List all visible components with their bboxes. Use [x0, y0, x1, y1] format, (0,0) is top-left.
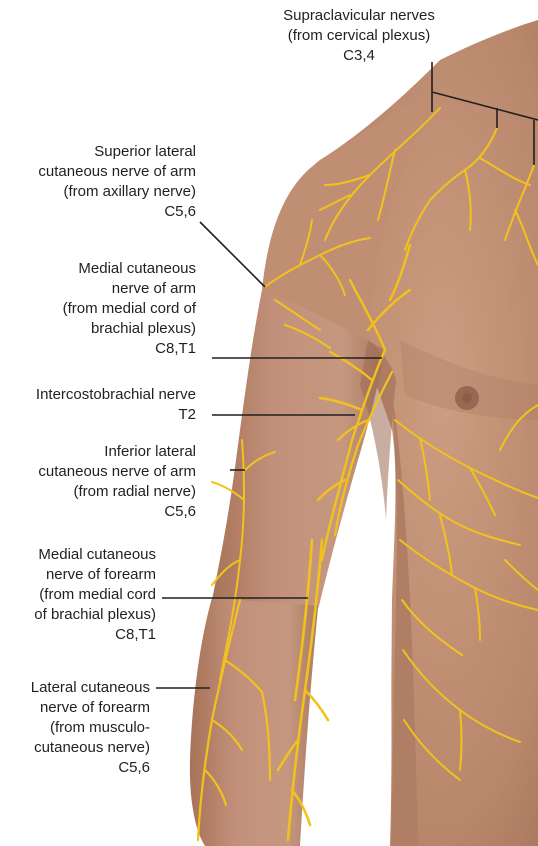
label-line: cutaneous nerve) — [31, 738, 150, 758]
label-supraclavicular-nerves: Supraclavicular nerves (from cervical pl… — [250, 6, 468, 66]
label-line: (from medial cord of — [63, 299, 196, 319]
label-line: Intercostobrachial nerve — [36, 385, 196, 405]
label-line: C8,T1 — [34, 625, 156, 645]
label-line: of brachial plexus) — [34, 605, 156, 625]
label-medial-cutaneous-nerve-of-forearm: Medial cutaneous nerve of forearm (from … — [34, 545, 156, 645]
label-line: C5,6 — [31, 758, 150, 778]
label-line: cutaneous nerve of arm — [38, 162, 196, 182]
label-line: brachial plexus) — [63, 319, 196, 339]
label-intercostobrachial-nerve: Intercostobrachial nerve T2 — [36, 385, 196, 425]
label-line: C8,T1 — [63, 339, 196, 359]
label-line: C5,6 — [38, 202, 196, 222]
label-line: (from cervical plexus) — [250, 26, 468, 46]
label-line: (from musculo- — [31, 718, 150, 738]
label-line: (from medial cord — [34, 585, 156, 605]
label-line: nerve of forearm — [31, 698, 150, 718]
label-line: Superior lateral — [38, 142, 196, 162]
label-line: cutaneous nerve of arm — [38, 462, 196, 482]
label-lateral-cutaneous-nerve-of-forearm: Lateral cutaneous nerve of forearm (from… — [31, 678, 150, 778]
label-line: Lateral cutaneous — [31, 678, 150, 698]
leader-superior-lateral — [200, 222, 265, 287]
label-line: Medial cutaneous — [63, 259, 196, 279]
label-line: T2 — [36, 405, 196, 425]
label-line: Inferior lateral — [38, 442, 196, 462]
label-medial-cutaneous-nerve-of-arm: Medial cutaneous nerve of arm (from medi… — [63, 259, 196, 359]
label-line: nerve of forearm — [34, 565, 156, 585]
label-line: (from axillary nerve) — [38, 182, 196, 202]
label-line: nerve of arm — [63, 279, 196, 299]
label-inferior-lateral-cutaneous-nerve: Inferior lateral cutaneous nerve of arm … — [38, 442, 196, 522]
label-line: Medial cutaneous — [34, 545, 156, 565]
label-line: (from radial nerve) — [38, 482, 196, 502]
label-superior-lateral-cutaneous-nerve: Superior lateral cutaneous nerve of arm … — [38, 142, 196, 222]
label-line: Supraclavicular nerves — [250, 6, 468, 26]
label-line: C5,6 — [38, 502, 196, 522]
label-line: C3,4 — [250, 46, 468, 66]
